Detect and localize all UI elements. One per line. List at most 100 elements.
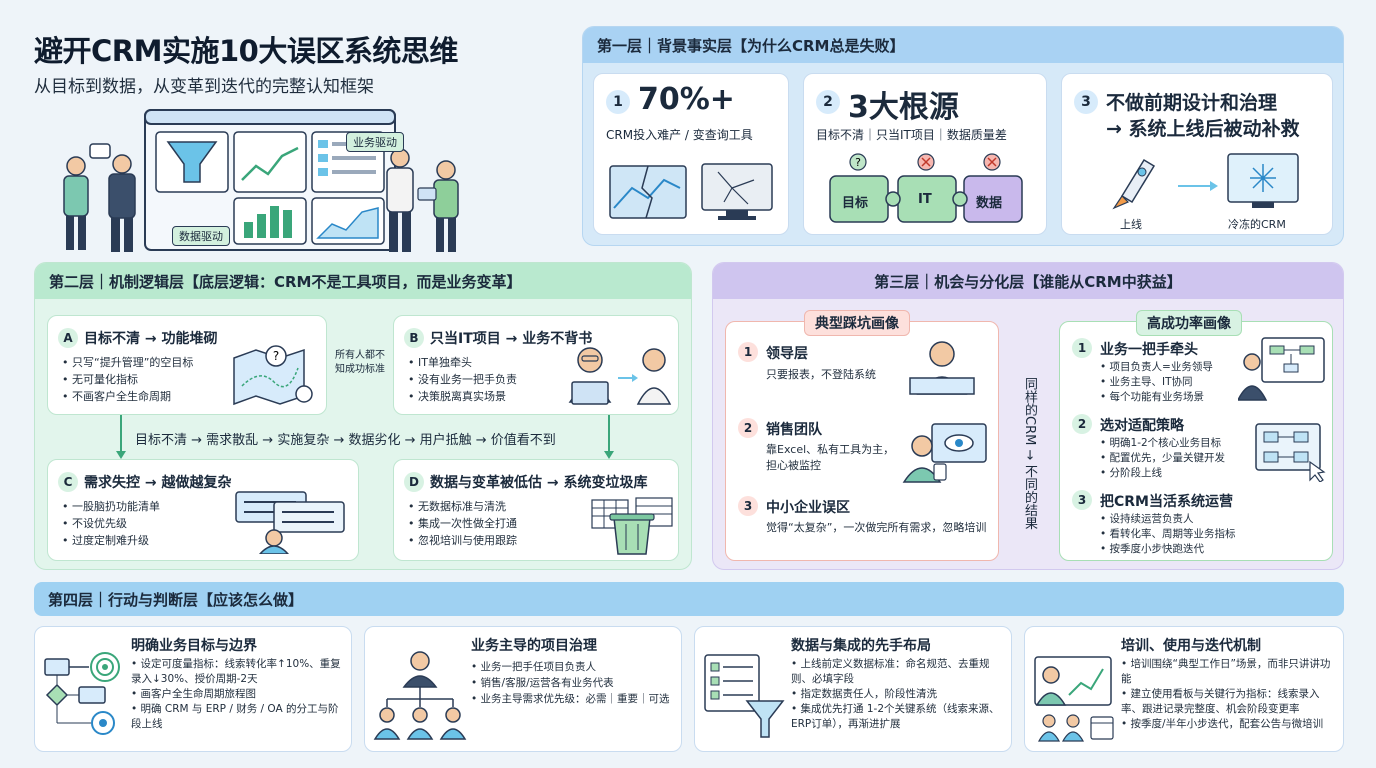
org-chart-icon [373,651,467,740]
failure-chain: 目标不清 → 需求散乱 → 实施复杂 → 数据劣化 → 用户抵触 → 价值看不到 [135,433,556,448]
mechanism-card-a: A 目标不清 → 功能堆砌 只写“提升管理”的空目标 无可量化指标 不画客户全生… [47,315,327,415]
list-item: 无数据标准与清洗 [408,498,517,515]
list-item: 决策脱离真实场景 [408,388,517,405]
page-subtitle: 从目标到数据，从变革到迭代的完整认知框架 [34,77,374,97]
fact-headline-3b: → 系统上线后被动补救 [1106,118,1300,140]
list-item: IT单独牵头 [408,354,517,371]
pitfall-desc-3: 觉得“太复杂”，一次做完所有需求，忽略培训 [766,521,987,534]
pitfall-profiles-title: 典型踩坑画像 [804,310,910,336]
action-card-2: 业务主导的项目治理 业务一把手任项目负责人 销售/客服/运营各有业务代表 业务主… [364,626,682,752]
pitfall-number-2: 2 [738,418,758,438]
list-item: 没有业务一把手负责 [408,371,517,388]
mechanism-b-title: 只当IT项目 → 业务不背书 [430,331,593,347]
fact-number-1: 1 [606,90,630,114]
layer3-title: 第三层｜机会与分化层【谁能从CRM中获益】 [874,273,1182,291]
fact-desc-2: 目标不清｜只当IT项目｜数据质量差 [816,128,1007,142]
svg-text:?: ? [273,349,279,363]
mechanism-b-list: IT单独牵头 没有业务一把手负责 决策脱离真实场景 [408,354,517,405]
list-item: 分阶段上线 [1100,466,1225,481]
layer1-header: 第一层｜背景事实层【为什么CRM总是失败】 [583,27,1343,63]
fact-card-1: 1 70%+ CRM投入难产 / 变查询工具 [593,73,789,235]
pitfall-title-1: 领导层 [766,346,808,362]
layer1-title: 第一层｜背景事实层【为什么CRM总是失败】 [597,37,905,55]
target-flow-icon [44,652,120,735]
success-title-2: 选对适配策略 [1100,418,1184,434]
success-number-3: 3 [1072,490,1092,510]
list-item: 不设优先级 [62,515,160,532]
list-item: 按季度小步快跑迭代 [1100,542,1236,557]
action-list-2: 业务一把手任项目负责人 销售/客服/运营各有业务代表 业务主导需求优先级：必需｜… [471,659,675,707]
layer1-panel: 第一层｜背景事实层【为什么CRM总是失败】 1 70%+ CRM投入难产 / 变… [582,26,1344,246]
mechanism-c-list: 一股脑扔功能清单 不设优先级 过度定制难升级 [62,498,160,549]
success-title-3: 把CRM当活系统运营 [1100,494,1233,510]
action-list-4: 培训围绕“典型工作日”场景，而非只讲讲功能 建立使用看板与关键行为指标：线索录入… [1121,657,1337,732]
pitfall-title-2: 销售团队 [766,422,822,438]
monitor-eye-icon [902,423,987,483]
fact-desc-1: CRM投入难产 / 变查询工具 [606,128,753,142]
badge-c: C [58,472,78,492]
action-card-3: 数据与集成的先手布局 上线前定义数据标准：命名规范、去重规则、必填字段 指定数据… [694,626,1012,752]
mechanism-a-list: 只写“提升管理”的空目标 无可量化指标 不画客户全生命周期 [62,354,193,405]
list-item: 集成优先打通 1-2个关键系统（线索来源、ERP订单），再渐进扩展 [791,702,1005,732]
list-item: 销售/客服/运营各有业务代表 [471,675,675,691]
list-item: 业务主导、IT协同 [1100,375,1213,390]
pitfall-number-1: 1 [738,342,758,362]
list-item: 设持续运营负责人 [1100,512,1236,527]
fact-card-3: 3 不做前期设计和治理 → 系统上线后被动补救 上线 冷冻的CRM [1061,73,1333,235]
action-title-1: 明确业务目标与边界 [131,638,257,654]
mechanism-d-title: 数据与变革被低估 → 系统变垃圾库 [430,475,648,491]
flowchart-cursor-icon [1255,423,1326,482]
same-crm-different-results: 同样的CRM → 不同的结果 [1022,376,1037,530]
mechanism-d-list: 无数据标准与清洗 集成一次性做全打通 忽视培训与使用跟踪 [408,498,517,549]
list-item: 明确 CRM 与 ERP / 财务 / OA 的分工与阶段上线 [131,702,345,732]
list-item: 忽视培训与使用跟踪 [408,532,517,549]
success-list-1: 项目负责人=业务领导 业务主导、IT协同 每个功能有业务场景 [1100,360,1213,405]
list-item: 指定数据责任人，阶段性清洗 [791,687,1005,702]
action-list-3: 上线前定义数据标准：命名规范、去重规则、必填字段 指定数据责任人，阶段性清洗 集… [791,657,1005,732]
it-worker-icon [568,347,672,405]
pitfall-title-3: 中小企业误区 [766,500,850,516]
badge-d: D [404,472,424,492]
list-item: 过度定制难升级 [62,532,160,549]
action-card-1: 明确业务目标与边界 设定可度量指标：线索转化率↑10%、重复录入↓30%、授价周… [34,626,352,752]
action-title-2: 业务主导的项目治理 [471,638,597,654]
success-list-2: 明确1-2个核心业务目标 配置优先，少量关键开发 分阶段上线 [1100,436,1226,481]
list-item: 业务一把手任项目负责人 [471,659,675,675]
pitfall-profiles-card: 典型踩坑画像 1 领导层 只要报表，不登陆系统 2 销售团队 靠Excel、私有… [725,310,999,561]
badge-b: B [404,328,424,348]
list-item: 画客户全生命周期旅程图 [131,687,345,702]
action-title-3: 数据与集成的先手布局 [791,638,931,654]
layer2-panel: 第二层｜机制逻辑层【底层逻辑：CRM不是工具项目，而是业务变革】 A 目标不清 … [34,262,692,570]
action-card-4: 培训、使用与迭代机制 培训围绕“典型工作日”场景，而非只讲讲功能 建立使用看板与… [1024,626,1344,752]
list-item: 按季度/半年小步迭代，配套公告与微培训 [1121,717,1337,732]
puzzle-label-it: IT [918,192,932,207]
list-item: 业务主导需求优先级：必需｜重要｜可选 [471,691,675,707]
list-item: 只写“提升管理”的空目标 [62,354,193,371]
layer3-panel: 第三层｜机会与分化层【谁能从CRM中获益】 典型踩坑画像 1 领导层 只要报表，… [712,262,1344,570]
action-title-4: 培训、使用与迭代机制 [1121,638,1261,654]
broken-dashboard-icon [609,163,773,220]
mechanism-a-title: 目标不清 → 功能堆砌 [84,331,218,347]
mechanism-c-title: 需求失控 → 越做越复杂 [84,475,232,491]
fact-headline-3: 不做前期设计和治理 [1106,92,1278,114]
rocket-frozen-icon [1112,153,1299,210]
layer4-header: 第四层｜行动与判断层【应该怎么做】 [34,582,1344,616]
list-item: 配置优先，少量关键开发 [1100,451,1226,466]
list-item: 上线前定义数据标准：命名规范、去重规则、必填字段 [791,657,1005,687]
fact-card-2: 2 3大根源 目标不清｜只当IT项目｜数据质量差 ? 目标 IT 数据 [803,73,1047,235]
chain-arrows [116,415,614,459]
fact-headline-2: 3大根源 [848,90,959,125]
frozen-crm-label: 冷冻的CRM [1228,218,1286,231]
list-item: 明确1-2个核心业务目标 [1100,436,1225,451]
mechanism-card-c: C 需求失控 → 越做越复杂 一股脑扔功能清单 不设优先级 过度定制难升级 [47,459,359,561]
pitfall-desc-2: 靠Excel、私有工具为主，担心被监控 [766,443,895,472]
tag-business-driven: 业务驱动 [346,132,404,152]
layer4-title: 第四层｜行动与判断层【应该怎么做】 [48,591,304,609]
presenter-board-icon [1238,337,1325,401]
side-note-success-criteria: 所有人都不知成功标准 [335,350,385,375]
training-board-icon [1034,656,1114,742]
layer3-header: 第三层｜机会与分化层【谁能从CRM中获益】 [713,263,1343,299]
fact-number-3: 3 [1074,90,1098,114]
list-item: 无可量化指标 [62,371,193,388]
list-item: 集成一次性做全打通 [408,515,517,532]
